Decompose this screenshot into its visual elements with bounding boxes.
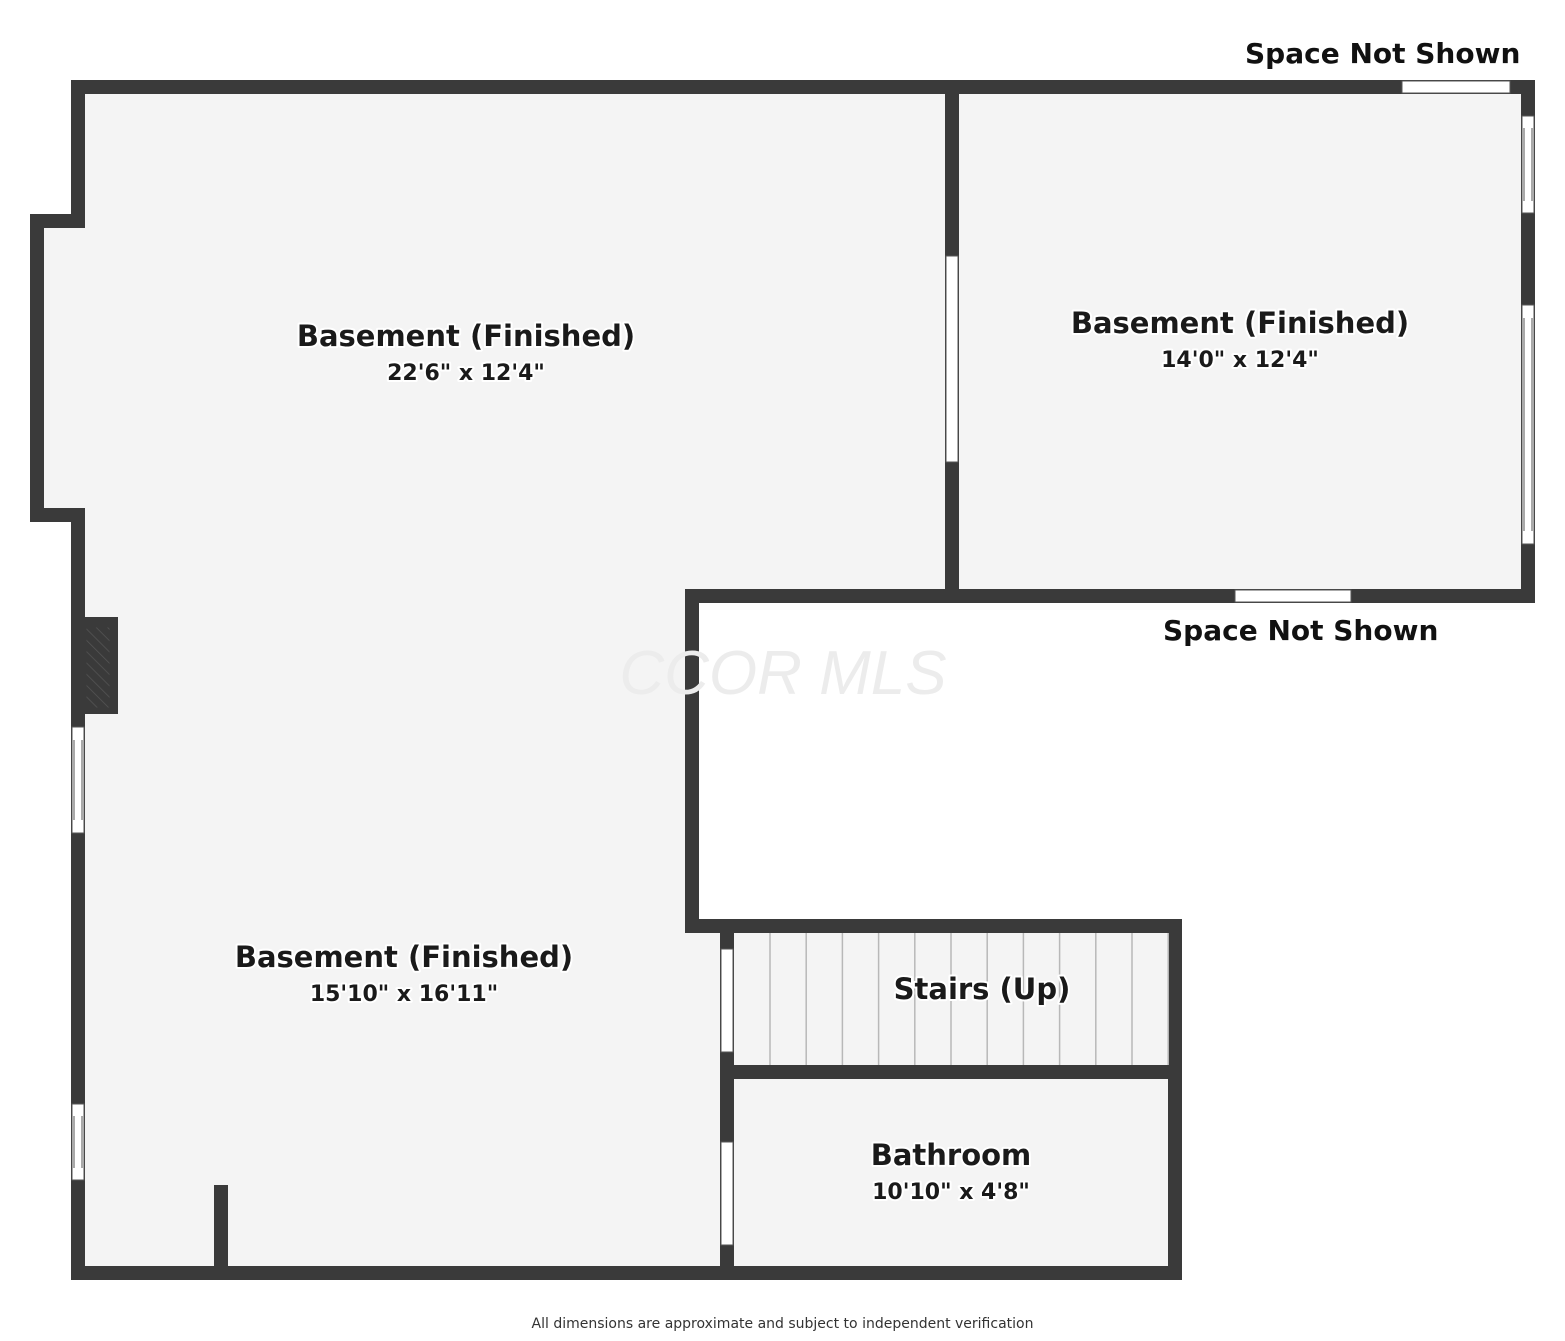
floor-area [37,87,1528,1273]
window-top-right [1401,80,1511,94]
window-west-upper [71,726,85,834]
opening-upper-right-bottom [1234,589,1352,603]
room-name-upper-right: Basement (Finished) [1071,306,1409,340]
opening-stairs [720,948,734,1053]
window-east-lower [1521,304,1535,545]
opening-bathroom [720,1141,734,1246]
space-not-shown-mid-label: Space Not Shown [1163,614,1438,647]
room-name-bathroom: Bathroom [871,1138,1032,1172]
room-name-lower-left: Basement (Finished) [235,940,573,974]
window-west-lower [71,1103,85,1181]
openings [71,80,1535,1246]
stair-treads [769,933,1169,1065]
room-name-stairs: Stairs (Up) [894,972,1071,1006]
space-not-shown-top-label: Space Not Shown [1245,37,1520,70]
window-east-upper [1521,115,1535,214]
room-dims-upper-left: 22'6" x 12'4" [387,361,545,386]
watermark: CCOR MLS [619,639,946,708]
room-dims-bathroom: 10'10" x 4'8" [872,1180,1030,1205]
disclaimer-footer: All dimensions are approximate and subje… [531,1316,1034,1332]
opening-upper-partition [945,255,959,463]
fireplace-hearth [85,626,111,709]
room-dims-lower-left: 15'10" x 16'11" [310,982,498,1007]
room-name-upper-left: Basement (Finished) [297,319,635,353]
exterior-wall [30,80,1535,1280]
room-dims-upper-right: 14'0" x 12'4" [1161,348,1319,373]
